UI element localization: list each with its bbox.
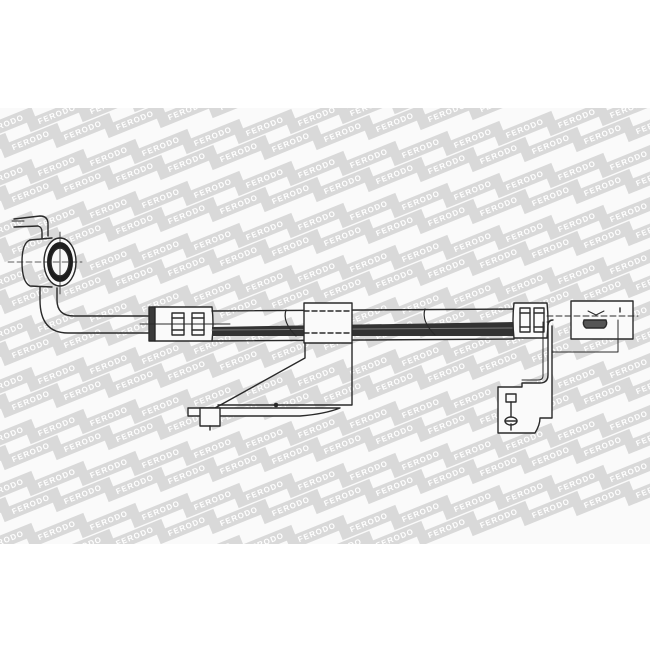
right-end-fitting — [497, 300, 639, 434]
hose-body — [211, 308, 515, 342]
center-bracket — [187, 302, 353, 431]
right-ferrule — [512, 302, 549, 339]
banjo-fitting-icon — [7, 215, 149, 334]
